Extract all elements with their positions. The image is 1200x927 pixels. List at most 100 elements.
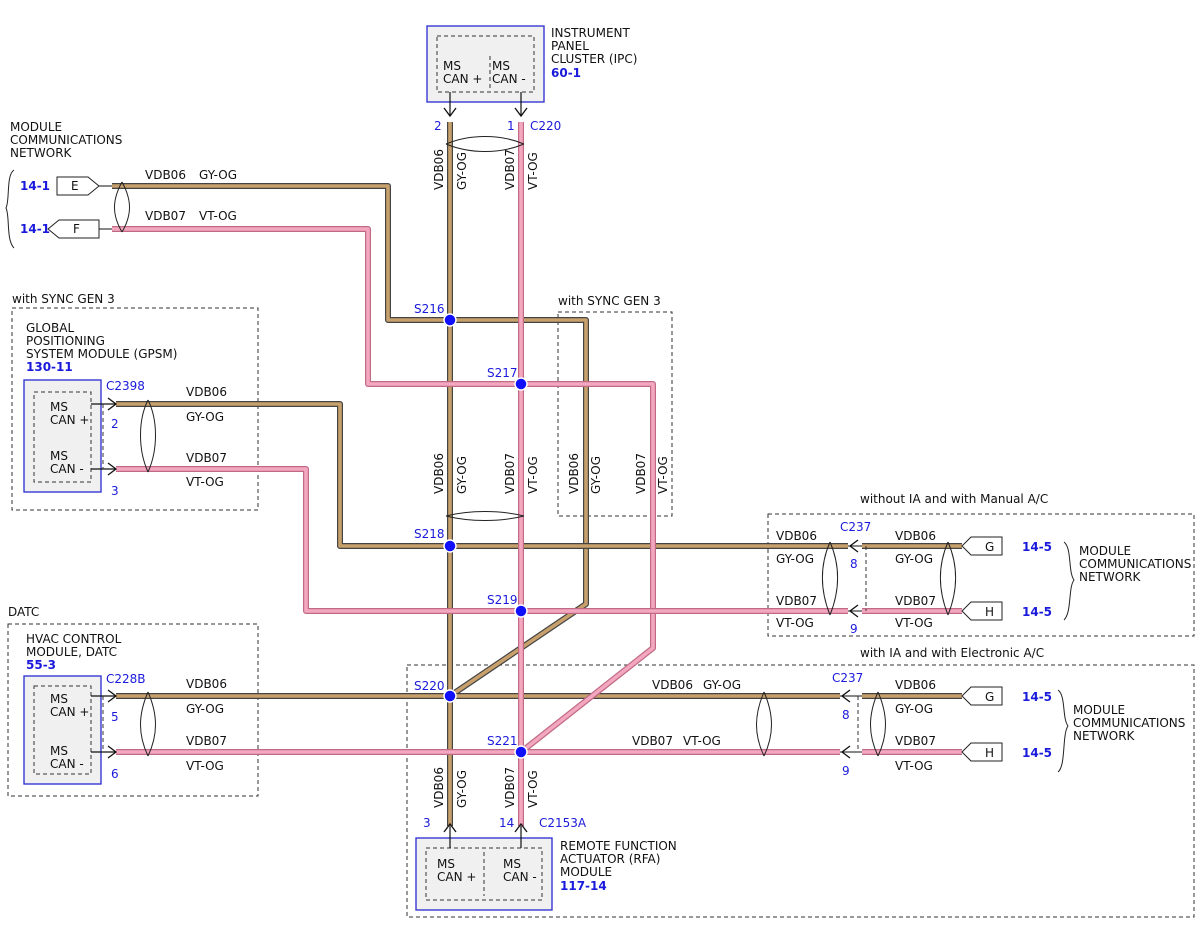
datc-pin-6: 6 <box>111 767 119 781</box>
manual-network-line3: NETWORK <box>1079 570 1142 584</box>
ipc-pin-a-line2: CAN + <box>443 72 482 86</box>
left-network-label-line3: NETWORK <box>10 146 73 160</box>
electronic-pin-9: 9 <box>842 764 850 778</box>
rfa-name-line3: MODULE <box>560 865 612 879</box>
long-wire-lo-circuit: VDB07 <box>632 734 673 748</box>
electronic-right-hi-color: GY-OG <box>895 702 933 716</box>
gpsm-pin-a-line1: MS <box>50 400 68 414</box>
vlabel-bot-vdb07: VDB07 <box>503 767 517 808</box>
manual-pin-9: 9 <box>850 622 858 636</box>
long-wire-hi-color: GY-OG <box>703 678 741 692</box>
electronic-network-line1: MODULE <box>1073 703 1125 717</box>
manual-ac-connectors <box>848 536 1075 621</box>
electronic-network-line2: COMMUNICATIONS <box>1073 716 1185 730</box>
gpsm-pin-a-line2: CAN + <box>50 413 89 427</box>
left-ref-e: 14-1 <box>20 179 50 193</box>
plug-h-manual <box>961 601 1003 621</box>
gpsm-pin-3: 3 <box>111 484 119 498</box>
datc-connector: C228B <box>106 672 146 686</box>
manual-right-hi-color: GY-OG <box>895 552 933 566</box>
manual-right-lo-circuit: VDB07 <box>895 594 936 608</box>
manual-left-lo-color: VT-OG <box>776 616 814 630</box>
datc-name-line2: MODULE, DATC <box>26 645 117 659</box>
manual-ac-box <box>767 513 1195 637</box>
ipc-module: MS CAN + MS CAN - <box>426 25 545 118</box>
wire-e-color: GY-OG <box>199 168 237 182</box>
splice-points <box>443 313 528 759</box>
plug-g-electronic <box>961 686 1003 706</box>
rfa-pin-b-line1: MS <box>503 857 521 871</box>
gpsm-connector: C2398 <box>106 379 145 393</box>
rfa-module: MS CAN + MS CAN - <box>415 822 553 911</box>
splice-s216 <box>443 313 457 327</box>
datc-pin-b-line2: CAN - <box>50 757 84 771</box>
ipc-pin-b-line1: MS <box>492 59 510 73</box>
datc-ref: 55-3 <box>26 658 56 672</box>
twist-symbols <box>114 136 956 757</box>
splice-s218 <box>443 539 457 553</box>
gpsm-pin-2: 2 <box>111 417 119 431</box>
plug-g-manual <box>961 536 1003 556</box>
splice-s221 <box>514 745 528 759</box>
manual-network-line2: COMMUNICATIONS <box>1079 557 1191 571</box>
left-network-label-line1: MODULE <box>10 120 62 134</box>
datc-pin-a-line1: MS <box>50 692 68 706</box>
splice-label-s219: S219 <box>487 593 518 607</box>
electronic-network-line3: NETWORK <box>1073 729 1136 743</box>
manual-right-lo-color: VT-OG <box>895 616 933 630</box>
vlabel-sync-vdb07: VDB07 <box>634 453 648 494</box>
manual-left-hi-color: GY-OG <box>776 552 814 566</box>
wire-e-circuit: VDB06 <box>145 168 186 182</box>
electronic-ac-box <box>406 664 1195 918</box>
datc-wire-hi-circuit: VDB06 <box>186 677 227 691</box>
rfa-ref: 117-14 <box>560 879 607 893</box>
can-lo-wires <box>112 122 962 826</box>
rfa-pin-b-line2: CAN - <box>503 870 537 884</box>
gpsm-name-line2: POSITIONING <box>26 334 105 348</box>
plug-e-label: E <box>71 179 79 193</box>
manual-ref-h: 14-5 <box>1022 605 1052 619</box>
manual-network-line1: MODULE <box>1079 544 1131 558</box>
left-network-label-line2: COMMUNICATIONS <box>10 133 122 147</box>
sync-mid-box <box>557 311 673 517</box>
long-wire-hi-circuit: VDB06 <box>652 678 693 692</box>
plug-h-manual-label: H <box>985 605 994 619</box>
vlabel-sync-gyog: GY-OG <box>589 456 603 494</box>
plug-e <box>56 176 100 196</box>
rfa-pin-a-line2: CAN + <box>437 870 476 884</box>
datc-pin-a-line2: CAN + <box>50 705 89 719</box>
vlabel-top-vdb06: VDB06 <box>432 149 446 190</box>
gpsm-pin-b-line2: CAN - <box>50 462 84 476</box>
splice-s219 <box>514 604 528 618</box>
gpsm-condition-label: with SYNC GEN 3 <box>12 292 115 306</box>
splice-label-s221: S221 <box>487 734 518 748</box>
gpsm-wire-hi-circuit: VDB06 <box>186 385 227 399</box>
gpsm-wire-hi-color: GY-OG <box>186 410 224 424</box>
vlabel-mid-vdb07: VDB07 <box>503 453 517 494</box>
rfa-pin-3: 3 <box>423 816 431 830</box>
gpsm-condition-box <box>11 307 259 511</box>
ipc-ref: 60-1 <box>551 66 581 80</box>
left-ref-f: 14-1 <box>20 222 50 236</box>
wire-f-circuit: VDB07 <box>145 209 186 223</box>
gpsm-wire-lo-circuit: VDB07 <box>186 451 227 465</box>
gpsm-wire-lo-color: VT-OG <box>186 475 224 489</box>
electronic-ref-g: 14-5 <box>1022 690 1052 704</box>
ipc-name-line1: INSTRUMENT <box>551 26 630 40</box>
datc-wire-hi-color: GY-OG <box>186 702 224 716</box>
datc-condition-label: DATC <box>8 605 39 619</box>
vlabel-mid-vtog: VT-OG <box>526 456 540 494</box>
manual-ac-label: without IA and with Manual A/C <box>860 492 1048 506</box>
datc-condition-box <box>7 623 259 797</box>
datc-wire-lo-color: VT-OG <box>186 759 224 773</box>
electronic-ref-h: 14-5 <box>1022 746 1052 760</box>
electronic-ac-label: with IA and with Electronic A/C <box>860 646 1044 660</box>
electronic-connector: C237 <box>832 671 863 685</box>
datc-pin-b-line1: MS <box>50 744 68 758</box>
manual-left-hi-circuit: VDB06 <box>776 529 817 543</box>
vlabel-mid-vdb06: VDB06 <box>432 453 446 494</box>
datc-wire-lo-circuit: VDB07 <box>186 734 227 748</box>
rfa-pin-14: 14 <box>499 816 514 830</box>
electronic-right-lo-circuit: VDB07 <box>895 734 936 748</box>
ipc-pin-1: 1 <box>507 119 515 133</box>
